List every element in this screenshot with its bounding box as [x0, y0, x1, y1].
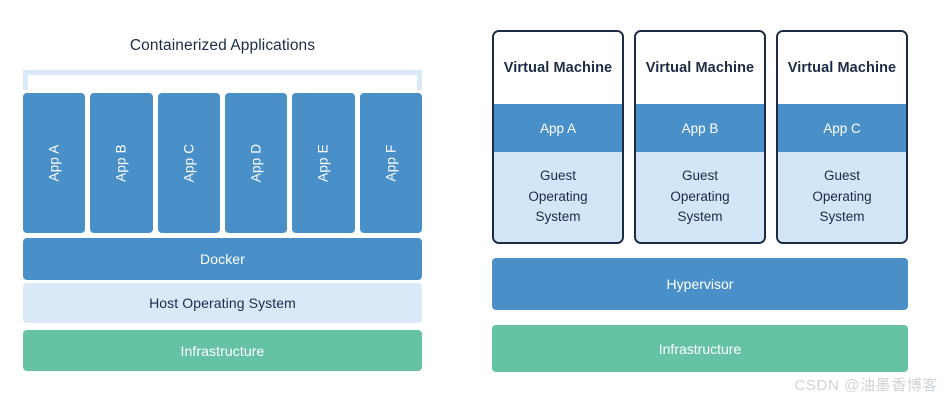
- container-app-box[interactable]: App B: [90, 93, 153, 233]
- container-app-box[interactable]: App A: [23, 93, 86, 233]
- virtual-machine-box[interactable]: Virtual Machine App C Guest Operating Sy…: [776, 30, 908, 244]
- layer-hypervisor[interactable]: Hypervisor: [492, 258, 908, 310]
- bracket-right-leg: [417, 70, 422, 90]
- layer-infrastructure-right[interactable]: Infrastructure: [492, 325, 908, 372]
- virtual-machine-box[interactable]: Virtual Machine App B Guest Operating Sy…: [634, 30, 766, 244]
- container-app-label: App E: [315, 144, 331, 182]
- virtual-machine-guest-os: Guest Operating System: [636, 152, 764, 242]
- virtual-machine-title: Virtual Machine: [494, 32, 622, 104]
- virtual-machine-app: App B: [636, 104, 764, 152]
- container-app-label: App A: [46, 144, 62, 182]
- container-app-label: App D: [248, 143, 264, 183]
- virtual-machine-title: Virtual Machine: [636, 32, 764, 104]
- container-app-label: App B: [113, 144, 129, 182]
- container-app-label: App F: [383, 144, 399, 182]
- layer-infrastructure-left[interactable]: Infrastructure: [23, 330, 422, 371]
- container-app-box[interactable]: App D: [224, 93, 288, 233]
- page-title: Containerized Applications: [129, 37, 316, 54]
- virtual-machine-title: Virtual Machine: [778, 32, 906, 104]
- virtual-machine-app: App C: [778, 104, 906, 152]
- bracket-left-leg: [23, 70, 28, 90]
- container-app-label: App C: [181, 143, 197, 183]
- container-app-box[interactable]: App F: [359, 93, 422, 233]
- container-app-box[interactable]: App C: [157, 93, 220, 233]
- watermark: CSDN @油墨香博客: [794, 377, 938, 394]
- layer-docker[interactable]: Docker: [23, 238, 422, 280]
- container-apps-row: App A App B App C App D App E App F: [23, 93, 422, 233]
- virtual-machines-row: Virtual Machine App A Guest Operating Sy…: [492, 30, 908, 244]
- virtual-machine-guest-os: Guest Operating System: [494, 152, 622, 242]
- bracket-top-bar: [23, 70, 422, 75]
- container-app-box[interactable]: App E: [292, 93, 355, 233]
- virtual-machines-panel: Virtual Machine App A Guest Operating Sy…: [473, 0, 946, 403]
- virtual-machine-app: App A: [494, 104, 622, 152]
- virtual-machine-box[interactable]: Virtual Machine App A Guest Operating Sy…: [492, 30, 624, 244]
- container-group-bracket-icon: [23, 70, 422, 90]
- containers-panel: Containerized Applications App A App B A…: [23, 37, 422, 371]
- layer-host-operating-system[interactable]: Host Operating System: [23, 283, 422, 323]
- virtual-machine-guest-os: Guest Operating System: [778, 152, 906, 242]
